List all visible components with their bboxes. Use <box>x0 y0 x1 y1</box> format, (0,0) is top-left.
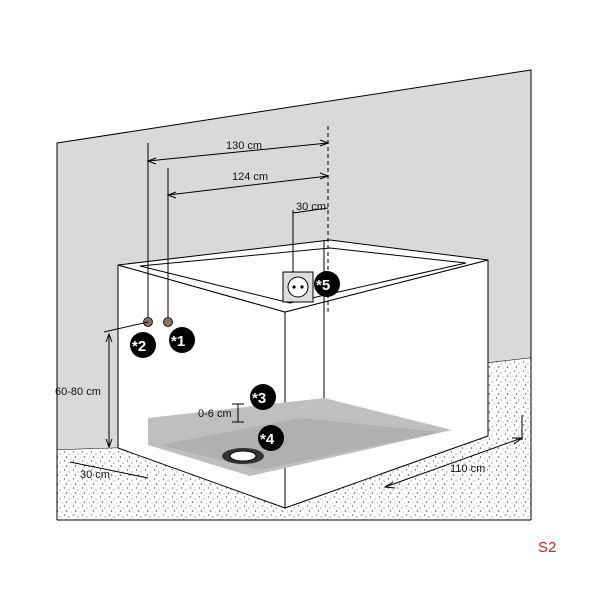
arrow <box>105 332 113 343</box>
dim-label-124: 124 cm <box>232 171 268 183</box>
socket-pin-left <box>292 285 296 289</box>
dim-30-socket-line <box>292 207 329 214</box>
arrow <box>383 481 396 489</box>
marker-5-badge <box>314 271 340 297</box>
dim-label-30-socket: 30 cm <box>296 201 326 213</box>
socket-pin-right <box>300 285 304 289</box>
cabin-top-inner <box>139 247 467 304</box>
marker-3-badge <box>250 384 276 410</box>
dim-130-line <box>147 142 329 162</box>
dim-label-step: 0-6 cm <box>198 408 232 420</box>
drain-inner <box>229 450 257 462</box>
arrow <box>105 438 113 449</box>
model-code: S2 <box>538 539 556 556</box>
arrow <box>166 191 177 199</box>
arrow <box>512 437 524 445</box>
marker-3-label: *3 <box>252 390 266 407</box>
dim-label-130: 130 cm <box>226 140 262 152</box>
arrow <box>319 172 330 180</box>
pipe-connector-1 <box>163 317 173 327</box>
dim-124-line <box>167 175 329 196</box>
height-ref-line <box>103 321 149 333</box>
marker-1-badge <box>169 327 195 353</box>
marker-4-label: *4 <box>260 431 275 448</box>
marker-2-label: *2 <box>132 338 146 355</box>
arrow <box>146 157 157 165</box>
floor <box>57 430 531 520</box>
marker-1-label: *1 <box>171 333 185 350</box>
floor-right <box>488 358 531 437</box>
marker-5-label: *5 <box>316 277 330 294</box>
arrow <box>319 139 330 147</box>
socket-icon <box>287 276 309 298</box>
dim-label-depth-side: 30 cm <box>80 469 110 481</box>
marker-4-badge <box>258 425 284 451</box>
dim-label-depth-front: 110 cm <box>450 463 485 475</box>
dim-depth-side-line <box>69 461 149 479</box>
marker-2-badge <box>130 332 156 358</box>
dim-depth-front-line <box>384 437 523 488</box>
dim-label-height: 60-80 cm <box>55 386 101 398</box>
